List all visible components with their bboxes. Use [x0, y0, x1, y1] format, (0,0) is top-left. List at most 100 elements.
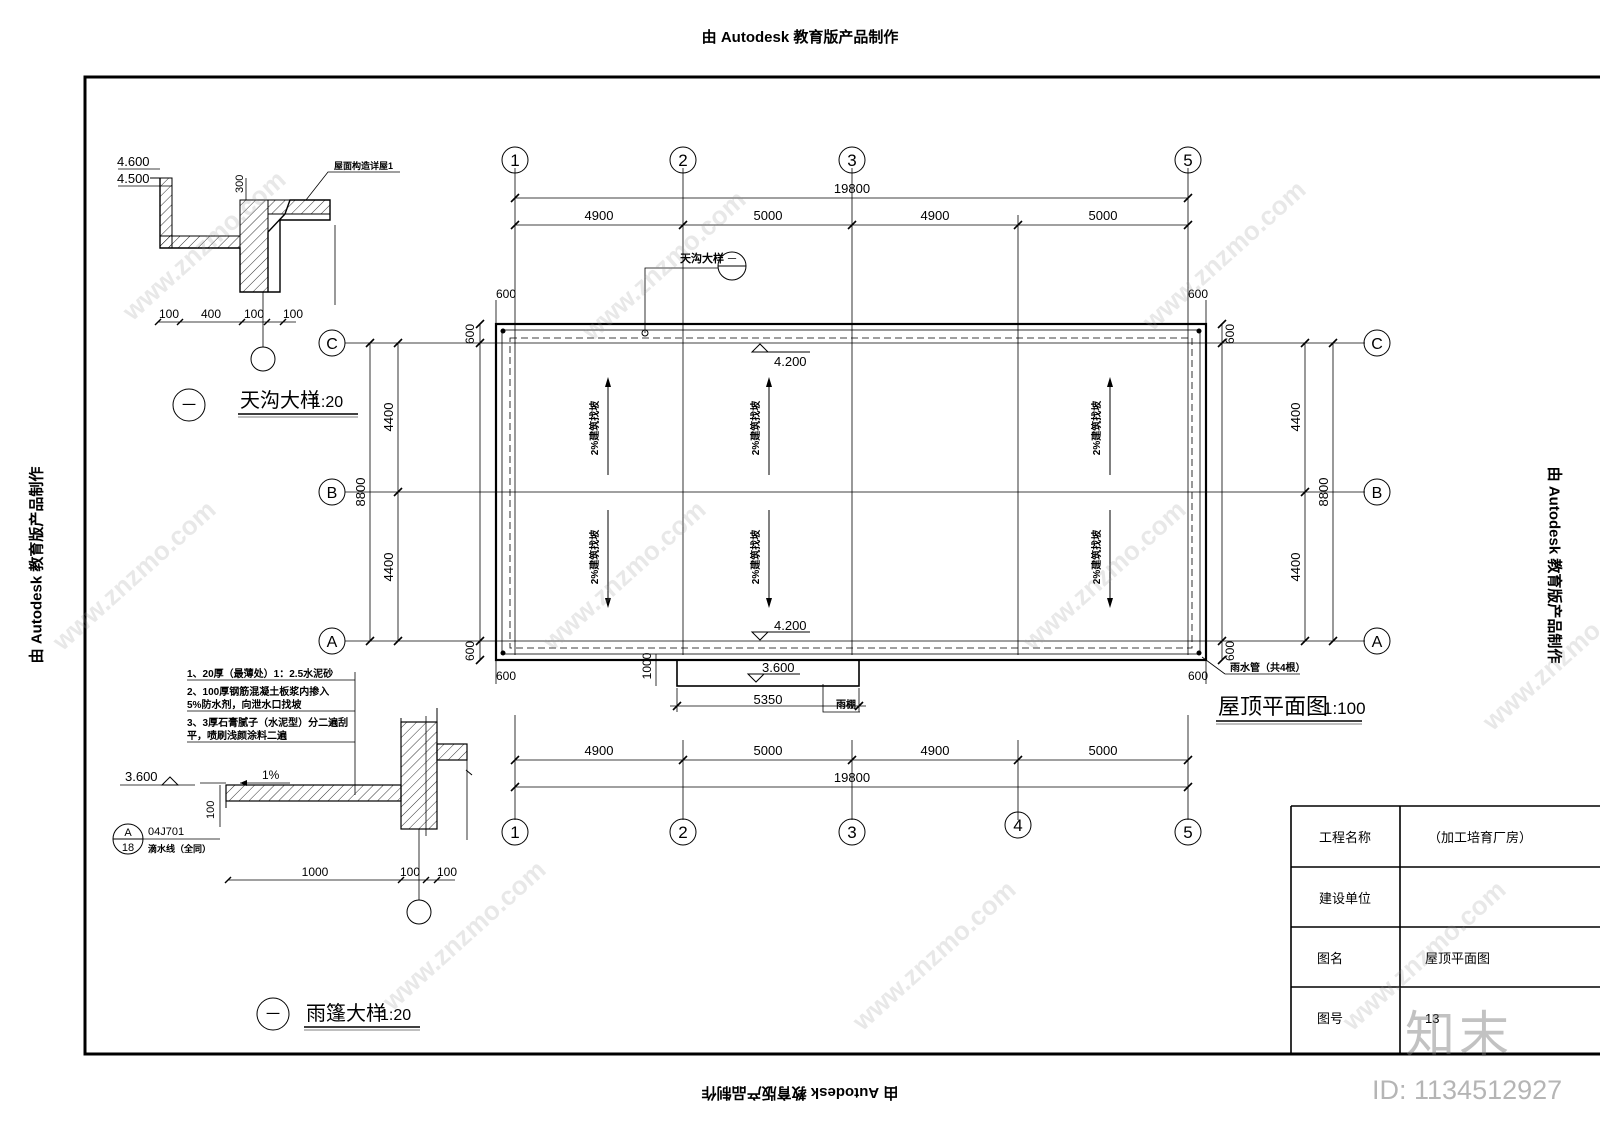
dim-overhang: 600 [1188, 669, 1208, 683]
canopy-slope: 1% [262, 768, 280, 782]
dim-bay: 5000 [1089, 208, 1118, 223]
gutter-elev-second: 4.500 [117, 171, 150, 186]
canopy-ref-code: 04J701 [148, 826, 184, 838]
axis-bubbles-top [501, 146, 1202, 174]
axis-label-5: 5 [1183, 823, 1192, 842]
axis-label-2: 2 [678, 151, 687, 170]
canopy-elev: 3.600 [125, 769, 158, 784]
dim-bay: 4900 [921, 208, 950, 223]
canopy-mark: 一 [266, 1006, 280, 1022]
canopy-dim: 1000 [302, 865, 329, 879]
downpipe [1196, 328, 1202, 334]
dim-overhang: 600 [463, 324, 477, 344]
downpipe [500, 650, 506, 656]
canopy-dim: 100 [437, 865, 457, 879]
parapet-inner [501, 329, 1201, 655]
slope-label: 2%建筑找坡 [588, 400, 601, 455]
dim-half: 4400 [381, 403, 396, 432]
gutter-tag-mark: 一 [727, 254, 736, 264]
dim-bay: 5000 [1089, 743, 1118, 758]
elevation-value: 4.200 [774, 618, 807, 633]
downpipe [1196, 650, 1202, 656]
dim-bay: 5000 [754, 743, 783, 758]
dim-chain-left [365, 319, 485, 665]
dim-half: 4400 [1288, 403, 1303, 432]
dim-total-top: 19800 [834, 181, 870, 196]
dim-overhang: 600 [1223, 324, 1237, 344]
axis-label-c: C [326, 336, 338, 353]
canopy-dim: 100 [400, 865, 420, 879]
canopy-ref-bottom: 18 [122, 842, 134, 854]
axis-bubbles-side [318, 329, 1391, 655]
roof-plan: 2%建筑找坡 2%建筑找坡 2%建筑找坡 2%建筑找坡 2%建筑找坡 2%建筑找… [318, 146, 1391, 846]
axis-label-1: 1 [510, 823, 519, 842]
canopy-outline [676, 659, 860, 687]
dim-depth-left: 8800 [353, 478, 368, 507]
axis-label-3: 3 [847, 151, 856, 170]
dim-bay: 4900 [921, 743, 950, 758]
gutter-mark: 一 [182, 397, 196, 413]
gutter-dim: 100 [244, 307, 264, 321]
canopy-note: 2、100厚钢筋混凝土板浆内掺入 [187, 685, 329, 698]
dim-overhang: 600 [496, 669, 516, 683]
gutter-line [509, 337, 1193, 649]
axis-label-c: C [1371, 336, 1383, 353]
tb-label: 工程名称 [1319, 830, 1371, 845]
axis-bubbles-bottom [501, 811, 1202, 846]
canopy-note: 3、3厚石膏腻子（水泥型）分二遍刮 [187, 716, 348, 729]
elevation-marker-top: 4.200 [750, 343, 810, 369]
axis-label-5: 5 [1183, 151, 1192, 170]
gutter-elev-top: 4.600 [117, 154, 150, 169]
elevation-marker-canopy: 3.600 [746, 660, 800, 683]
canopy-note: 1、20厚（最薄处）1：2.5水泥砂 [187, 667, 333, 680]
tb-label: 建设单位 [1319, 891, 1371, 906]
slope-label: 2%建筑找坡 [588, 529, 601, 584]
dim-canopy-width: 5350 [754, 692, 783, 707]
gutter-dim: 100 [283, 307, 303, 321]
dim-overhang: 600 [463, 641, 477, 661]
canopy-label: 雨棚 [836, 698, 856, 711]
downpipe [500, 328, 506, 334]
dim-bay: 4900 [585, 743, 614, 758]
tb-label: 图号 [1317, 1011, 1343, 1026]
title-block: 工程名称 建设单位 图名 图号 （加工培育厂房） 屋顶平面图 13 [1290, 805, 1600, 1054]
axis-label-2: 2 [678, 823, 687, 842]
canopy-drip: 滴水线（全同） [148, 843, 211, 854]
axis-label-b: B [1372, 485, 1383, 502]
plan-title: 屋顶平面图 [1218, 694, 1328, 719]
slope-label: 2%建筑找坡 [749, 529, 762, 584]
gutter-dim: 100 [159, 307, 179, 321]
gutter-dim: 400 [201, 307, 221, 321]
slope-label: 2%建筑找坡 [749, 400, 762, 455]
sheet-border [83, 75, 1600, 1056]
dim-bay: 4900 [585, 208, 614, 223]
elevation-value: 4.200 [774, 354, 807, 369]
dim-chain-bottom [510, 688, 1193, 792]
canopy-ref-top: A [124, 827, 132, 839]
dim-overhang: 600 [496, 287, 516, 301]
canopy-scale: 1:20 [380, 1007, 411, 1024]
gutter-note: 屋面构造详屋1 [334, 160, 393, 171]
gutter-height-dim: 300 [234, 175, 246, 193]
dim-half: 4400 [1288, 553, 1303, 582]
dim-chain-top [510, 193, 1193, 230]
dim-half: 4400 [381, 553, 396, 582]
axis-label-3: 3 [847, 823, 856, 842]
dim-chain-right [1217, 319, 1338, 665]
axis-label-4: 4 [1013, 816, 1022, 835]
elevation-value: 3.600 [762, 660, 795, 675]
dim-total-bottom: 19800 [834, 770, 870, 785]
tb-value: 13 [1425, 1011, 1439, 1026]
dim-depth-right: 8800 [1316, 478, 1331, 507]
canopy-note: 5%防水剂，向泄水口找坡 [187, 698, 302, 711]
dim-overhang: 600 [1188, 287, 1208, 301]
grid-lines [345, 168, 1365, 820]
brand-id: ID: 1134512927 [1372, 1075, 1563, 1105]
canopy-note: 雨棚 [822, 684, 860, 713]
dim-overhang: 600 [1223, 641, 1237, 661]
dim-canopy-depth: 1000 [640, 652, 654, 679]
downpipe-note: 雨水管（共4根） [1201, 656, 1306, 675]
axis-label-1: 1 [510, 151, 519, 170]
elevation-marker-bottom: 4.200 [750, 618, 810, 641]
